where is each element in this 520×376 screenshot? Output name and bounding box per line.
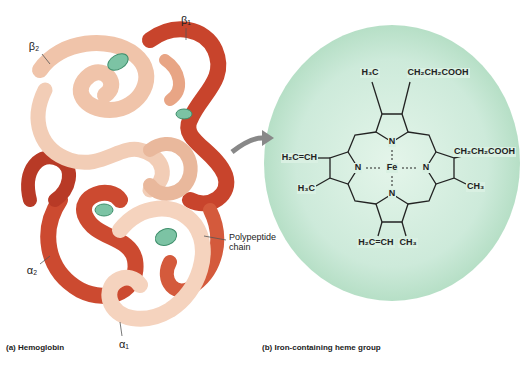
chemical-group: H₂C=CH	[281, 153, 318, 163]
chemical-group: CH₂CH₂COOH	[407, 68, 470, 78]
chemical-group: CH₂CH₂COOH	[453, 147, 516, 157]
pointer-arrow	[232, 138, 262, 152]
leader-line	[40, 28, 226, 336]
atom-label: N	[354, 163, 363, 173]
subunit-label: α₁	[119, 338, 129, 350]
part-label: Polypeptide chain	[229, 233, 291, 253]
porphyrin-bonds	[316, 82, 466, 236]
heme-disc	[95, 50, 192, 248]
subunit-label: β₁	[181, 14, 191, 26]
heme-backdrop	[264, 25, 520, 301]
chemical-group: H₂C=CH	[357, 238, 394, 248]
atom-label: Fe	[386, 163, 399, 173]
figure-caption: (a) Hemoglobin	[6, 344, 64, 353]
chemical-group: H₃C	[360, 68, 379, 78]
atom-label: N	[388, 189, 397, 199]
pointer-arrowhead	[262, 130, 274, 146]
atom-label: N	[388, 137, 397, 147]
iron-coordination	[366, 150, 418, 186]
chemical-group: CH₃	[398, 238, 417, 248]
atom-label: N	[422, 163, 431, 173]
chemical-group: CH₃	[466, 182, 485, 192]
hemoglobin-illustration	[28, 29, 226, 318]
chemical-group: H₃C	[297, 184, 316, 194]
subunit-label: α₂	[27, 264, 38, 276]
subunit-label: β₂	[29, 40, 40, 52]
figure-caption: (b) Iron-containing heme group	[262, 344, 381, 353]
